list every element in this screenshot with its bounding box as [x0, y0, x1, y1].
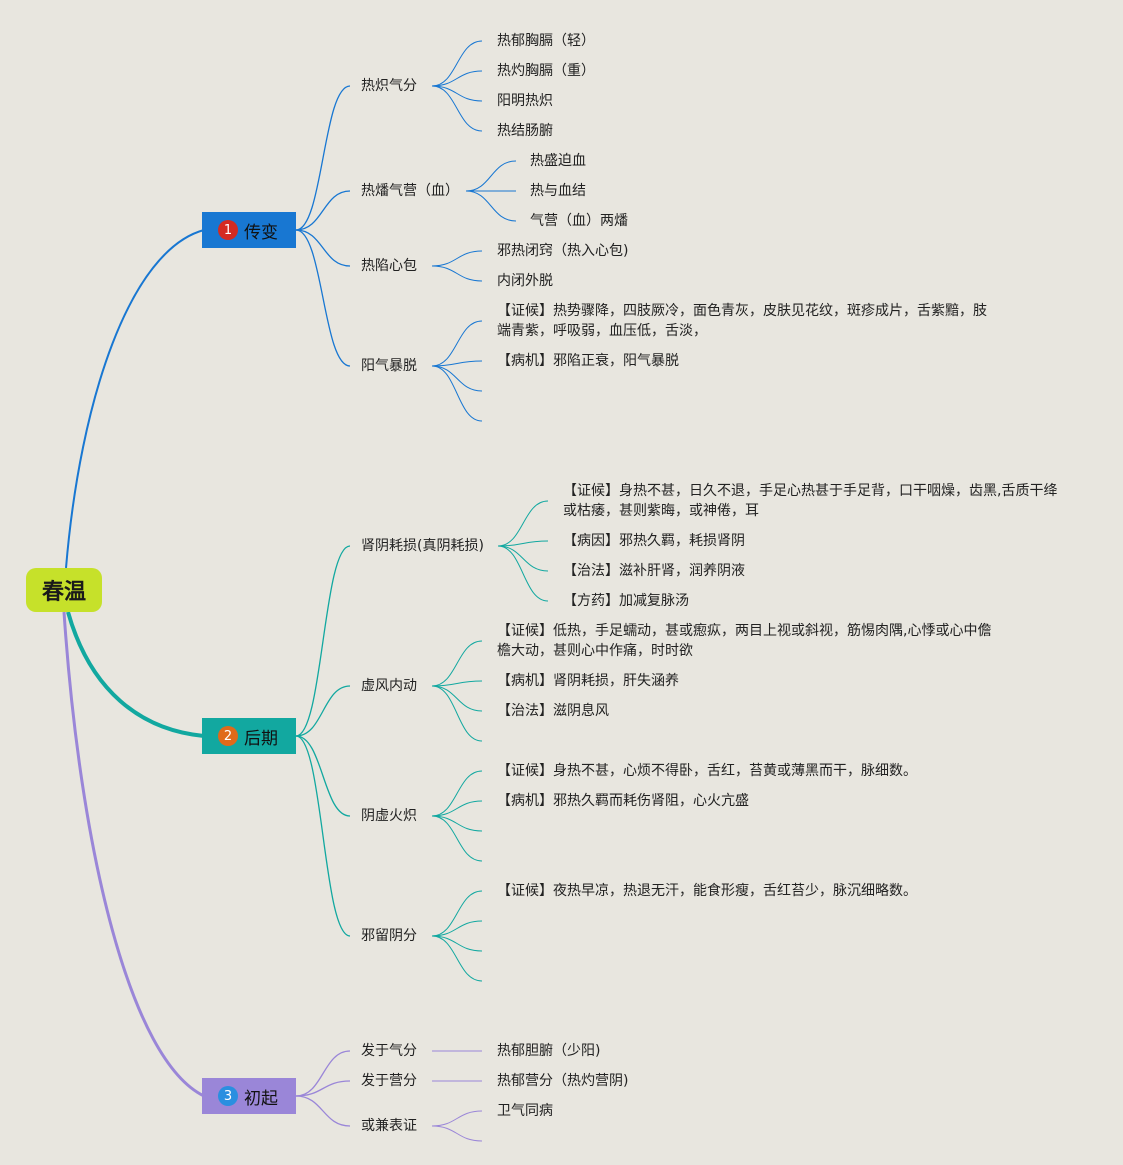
sub-node-label[interactable]: 邪留阴分 — [361, 928, 417, 944]
leaf-link — [431, 320, 483, 367]
leaf-link — [431, 40, 483, 87]
sub-node-label[interactable]: 热陷心包 — [361, 258, 417, 274]
leaf-link — [431, 360, 483, 367]
leaf-link — [465, 160, 517, 192]
leaf-link — [431, 935, 483, 952]
branch-node-houqi[interactable]: 2 后期 — [202, 718, 296, 754]
leaf-link — [431, 250, 483, 267]
leaf-item[interactable]: 【病机】邪热久羁而耗伤肾阻，心火亢盛 — [497, 793, 749, 809]
leaf-item[interactable]: 【治法】滋阴息风 — [497, 703, 609, 719]
branch-link — [295, 735, 351, 817]
sub-node-label[interactable]: 发于营分 — [361, 1073, 417, 1089]
leaf-link — [465, 190, 517, 222]
leaf-item[interactable]: 【证候】低热，手足蠕动，甚或瘛疭，两目上视或斜视，筋惕肉隅,心悸或心中儋檐大动，… — [497, 623, 992, 659]
leaf-item[interactable]: 热灼胸膈（重） — [497, 63, 595, 79]
branch-link — [295, 1095, 351, 1127]
branch-node-chuanbian[interactable]: 1 传变 — [202, 212, 296, 248]
leaf-link — [497, 545, 549, 572]
leaf-item[interactable]: 卫气同病 — [497, 1103, 553, 1119]
branch-link — [295, 545, 351, 737]
leaf-link — [497, 500, 549, 547]
sub-node-label[interactable]: 发于气分 — [361, 1043, 417, 1059]
leaf-link — [431, 685, 483, 742]
branch-link — [295, 1050, 351, 1097]
leaf-item[interactable]: 内闭外脱 — [497, 273, 553, 289]
leaf-item[interactable]: 邪热闭窍（热入心包) — [497, 243, 629, 259]
leaf-link — [431, 770, 483, 817]
root-label: 春温 — [41, 580, 86, 605]
branch-link — [295, 190, 351, 231]
root-link-3 — [62, 611, 205, 1098]
leaf-link — [431, 265, 483, 282]
leaf-link — [431, 920, 483, 937]
leaf-link — [497, 540, 549, 547]
sub-node-label[interactable]: 阳气暴脱 — [361, 358, 417, 374]
leaf-item[interactable]: 热郁胸膈（轻） — [497, 33, 595, 49]
leaf-item[interactable]: 阳明热炽 — [497, 93, 553, 109]
leaf-link — [431, 890, 483, 937]
leaf-item[interactable]: 【病因】邪热久羁，耗损肾阴 — [563, 533, 745, 549]
leaf-link — [431, 815, 483, 832]
branch-link — [295, 735, 351, 937]
branch-node-chuqi[interactable]: 3 初起 — [202, 1078, 296, 1114]
branch-link — [295, 85, 351, 231]
branch-label: 初起 — [244, 1088, 278, 1109]
number-badge-3-icon: 3 — [218, 1086, 238, 1106]
branch-link — [295, 685, 351, 737]
leaf-item[interactable]: 热结肠腑 — [497, 123, 553, 139]
leaf-item[interactable]: 【治法】滋补肝肾，润养阴液 — [563, 563, 745, 579]
leaf-item[interactable]: 【证候】夜热早凉，热退无汗，能食形瘦，舌红苔少，脉沉细略数。 — [497, 883, 917, 899]
leaf-link — [431, 85, 483, 102]
leaf-link — [431, 685, 483, 712]
leaf-item[interactable]: 【证候】热势骤降，四肢厥冷，面色青灰，皮肤见花纹，斑疹成片，舌紫黯，肢端青紫，呼… — [497, 303, 987, 339]
sub-node-label[interactable]: 热炽气分 — [361, 78, 417, 94]
branch-label: 传变 — [244, 222, 278, 243]
leaf-item[interactable]: 热盛迫血 — [530, 153, 586, 169]
leaf-link — [431, 935, 483, 982]
leaf-link — [431, 365, 483, 422]
leaf-item[interactable]: 【病机】邪陷正衰，阳气暴脱 — [497, 353, 679, 369]
leaf-link — [431, 365, 483, 392]
sub-node-label[interactable]: 肾阴耗损(真阴耗损) — [361, 538, 484, 554]
leaf-link — [431, 815, 483, 862]
sub-node-label[interactable]: 热燔气营（血） — [361, 183, 459, 199]
branch-link — [295, 1080, 351, 1097]
leaf-link — [431, 640, 483, 687]
branch-link — [295, 229, 351, 367]
leaf-link — [497, 545, 549, 602]
number-badge-1-icon: 1 — [218, 220, 238, 240]
leaf-link — [431, 70, 483, 87]
leaf-item[interactable]: 热与血结 — [530, 183, 586, 199]
branch-label: 后期 — [244, 728, 278, 749]
root-link-1 — [65, 229, 205, 569]
sub-node-label[interactable]: 虚风内动 — [361, 678, 417, 694]
leaf-link — [431, 680, 483, 687]
leaf-link — [431, 1110, 483, 1127]
leaf-item[interactable]: 【病机】肾阴耗损，肝失涵养 — [497, 673, 679, 689]
root-node[interactable]: 春温 — [26, 568, 102, 612]
leaf-item[interactable]: 【方药】加减复脉汤 — [563, 593, 689, 609]
sub-node-label[interactable]: 阴虚火炽 — [361, 808, 417, 824]
leaf-item[interactable]: 【证候】身热不甚，心烦不得卧，舌红，苔黄或薄黑而干，脉细数。 — [497, 763, 917, 779]
branch-link — [295, 229, 351, 267]
leaf-item[interactable]: 热郁胆腑（少阳) — [497, 1043, 601, 1059]
leaf-link — [431, 1125, 483, 1142]
leaf-item[interactable]: 热郁营分（热灼营阴) — [497, 1073, 629, 1089]
sub-node-label[interactable]: 或兼表证 — [361, 1118, 417, 1134]
leaf-item[interactable]: 【证候】身热不甚，日久不退，手足心热甚于手足背，口干咽燥，齿黑,舌质干绛或枯痿，… — [563, 483, 1058, 519]
leaf-link — [431, 800, 483, 817]
leaf-item[interactable]: 气营（血）两燔 — [530, 213, 628, 229]
leaf-link — [431, 85, 483, 132]
root-link-2 — [66, 611, 205, 738]
number-badge-2-icon: 2 — [218, 726, 238, 746]
